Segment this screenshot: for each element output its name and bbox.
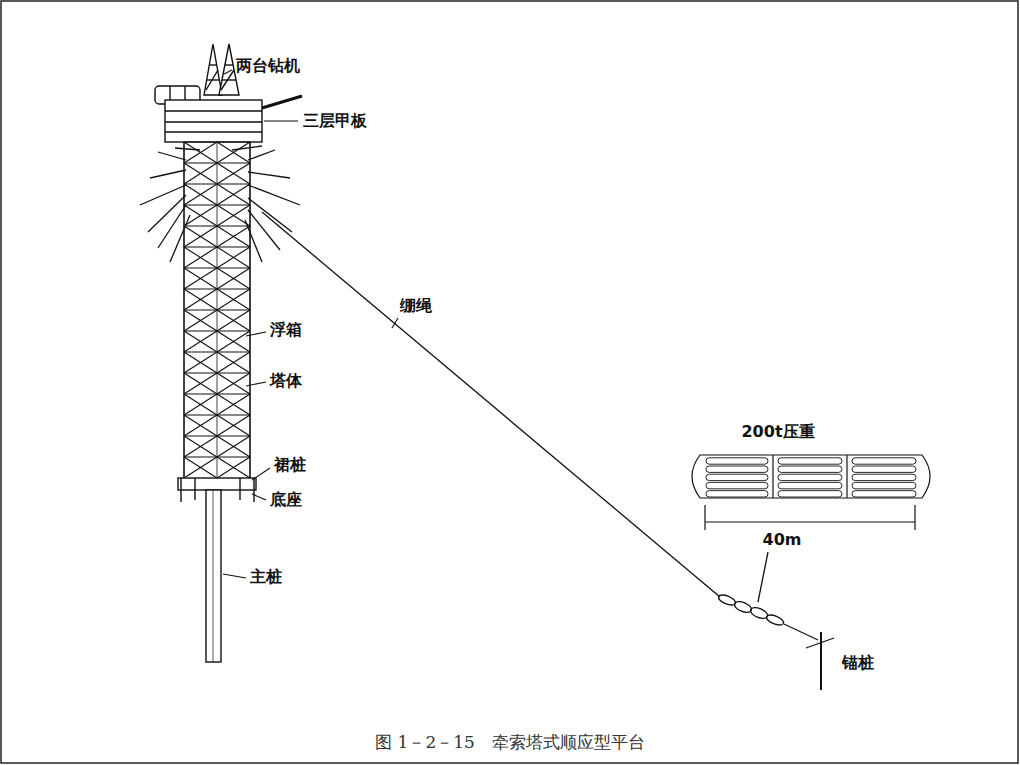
part-label: 浮箱 xyxy=(270,320,302,339)
guy-stub xyxy=(248,210,280,250)
part-label: 两台钻机 xyxy=(236,56,300,75)
part-label: 裙桩 xyxy=(274,455,306,474)
guy-stub xyxy=(150,170,186,178)
part-label: 锚桩 xyxy=(842,653,874,672)
part-label: 40m xyxy=(763,530,802,549)
part-label: 底座 xyxy=(270,490,302,509)
guy-line-stubs xyxy=(140,146,300,262)
guy-stub xyxy=(248,198,292,232)
dimension-line xyxy=(705,505,915,530)
guy-stub xyxy=(170,215,190,262)
clump-weight-detail xyxy=(692,455,930,498)
guy-stub xyxy=(248,150,275,160)
tower-lattice xyxy=(184,142,250,478)
guy-line-system xyxy=(262,212,834,690)
figure-caption: 图 1－2－15 牵索塔式顺应型平台 xyxy=(375,732,645,752)
leader-lines xyxy=(223,70,398,578)
part-label: 塔体 xyxy=(270,371,302,390)
part-label: 三层甲板 xyxy=(303,111,367,130)
guy-stub xyxy=(245,220,262,262)
guy-stub xyxy=(158,205,186,248)
part-label: 主桩 xyxy=(250,567,282,586)
guy-stub xyxy=(232,146,262,150)
guy-stub xyxy=(248,172,290,178)
guy-stub xyxy=(175,148,200,150)
guy-stub xyxy=(158,152,186,160)
tower-drawing xyxy=(155,44,302,662)
part-label: 200t压重 xyxy=(741,422,814,441)
guy-stub xyxy=(248,185,300,205)
part-label: 绷绳 xyxy=(400,296,432,315)
